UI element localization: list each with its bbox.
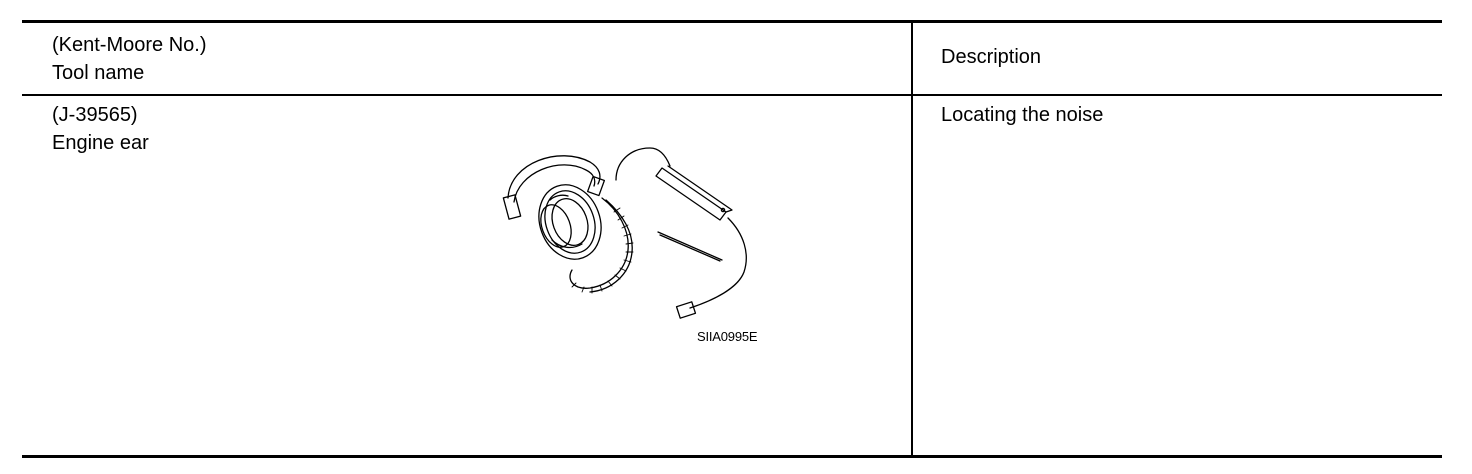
figure-code: SIIA0995E [697,329,758,344]
tool-name: Engine ear [52,132,149,154]
table-header-rule [22,94,1442,96]
table-top-rule [22,20,1442,23]
table-row-tool-cell: (J-39565) Engine ear [52,101,149,157]
header-description-cell: Description [941,43,1041,71]
table-column-divider [911,22,913,456]
table-row-description-cell: Locating the noise [941,101,1103,129]
table-bottom-rule [22,455,1442,458]
tool-description: Locating the noise [941,104,1104,126]
header-kent-moore-label: (Kent-Moore No.) [52,34,207,56]
header-tool-cell: (Kent-Moore No.) Tool name [52,31,207,87]
engine-ear-illustration [502,147,747,319]
header-description-label: Description [941,46,1042,68]
kent-moore-number: (J-39565) [52,104,138,126]
header-tool-name-label: Tool name [52,62,145,84]
